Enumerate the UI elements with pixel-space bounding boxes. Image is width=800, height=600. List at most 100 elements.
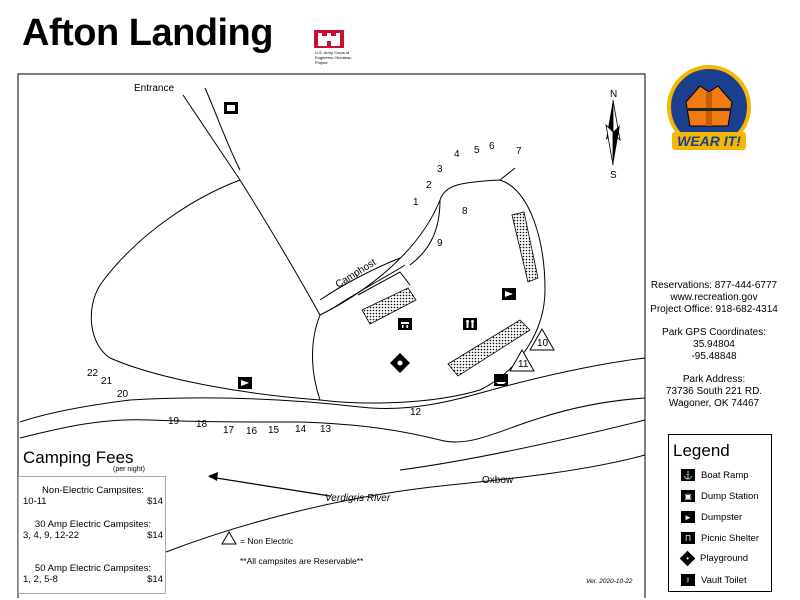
dump-station-icon [224,102,238,114]
camping-fees-subtitle: (per night) [113,466,145,473]
road-to-campsite-8 [409,199,441,266]
campsite-11: 11 [518,359,529,370]
campsite-5: 5 [474,145,480,156]
fee-50amp: 50 Amp Electric Campsites: 1, 2, 5-8$14 [23,563,163,585]
campsite-22: 22 [87,368,99,379]
campsite-20: 20 [117,389,129,400]
website-link[interactable]: www.recreation.gov [670,292,758,303]
park-info: Reservations: 877-444-6777 www.recreatio… [634,280,794,410]
fee-category: Non-Electric Campsites: [42,485,144,496]
campsite-1: 1 [413,197,419,208]
dumpster-icon: ► [681,511,695,523]
north-arrow-icon: N S [605,89,621,181]
gps-title: Park GPS Coordinates: [662,327,766,338]
campsite-6: 6 [489,141,495,152]
fee-price: $14 [147,496,163,507]
version-label: Ver. 2020-10-22 [586,578,633,585]
campsite-14: 14 [295,424,307,435]
playground-icon: • [679,550,696,567]
non-electric-triangle-11 [509,348,535,372]
south-label: S [610,170,617,181]
camphost-pad [357,271,411,296]
oxbow-north [399,419,646,471]
campsite-10: 10 [537,338,549,349]
fee-category: 50 Amp Electric Campsites: [34,563,152,574]
dumpster-icon [502,288,516,300]
campsite-16: 16 [246,426,258,437]
camp-area-outline [90,179,321,401]
reservable-note: **All campsites are Reservable** [240,556,364,566]
campsite-17: 17 [223,425,235,436]
camphost-label: Camphost [334,257,379,291]
fee-30amp: 30 Amp Electric Campsites: 3, 4, 9, 12-2… [23,519,163,541]
camphost-road [329,264,406,311]
campsite-12: 12 [410,407,422,418]
oxbow-south [165,454,646,553]
legend-label: Dumpster [701,511,743,523]
fee-sites: 3, 4, 9, 12-22 [23,530,79,541]
usace-logo-text: U.S. Army Corps of Engineers Chouteau Pr… [315,50,352,65]
river-label: Verdigris River [325,493,391,504]
project-office-phone: Project Office: 918-682-4314 [650,304,778,315]
boat-ramp-icon: ⚓ [681,469,695,481]
legend-label: Vault Toilet [701,574,747,586]
campsite-18: 18 [196,419,208,430]
fee-sites: 10-11 [23,496,47,507]
fee-non-electric: Non-Electric Campsites: 10-11 $14 [23,485,163,507]
fee-category: 30 Amp Electric Campsites: [34,519,152,530]
fee-sites: 1, 2, 5-8 [23,574,58,585]
river-bank-south [19,397,646,443]
legend-box: Legend ⚓ Boat Ramp ▣ Dump Station ► Dumpste… [668,434,772,592]
river-flow-arrow [209,476,331,497]
campsite-3: 3 [437,164,443,175]
oxbow-label: Oxbow [482,475,514,486]
legend-title: Legend [673,441,730,460]
address-line1: 73736 South 221 RD. [665,386,763,397]
road-to-campsite-7 [499,167,516,181]
address-line2: Wagoner, OK 74467 [668,398,760,409]
legend-label: Boat Ramp [701,469,749,481]
picnic-shelter-icon: Π [681,532,695,544]
gps-lon: -95.48848 [691,351,737,362]
river-flow-arrowhead [208,472,218,481]
legend-label: Playground [700,553,749,564]
dumpster-icon [238,377,252,389]
non-electric-legend-triangle [221,531,237,545]
vault-toilet-icon [463,318,477,330]
picnic-shelter-icon [398,318,412,330]
dump-station-icon: ▣ [681,490,695,502]
inner-loop-road [312,179,546,404]
map-title: Afton Landing [22,12,273,54]
legend-item-vault-toilet: ☿ Vault Toilet [681,574,747,586]
entrance-road [182,94,321,316]
map-frame [17,73,646,598]
non-electric-triangle-10 [529,327,555,351]
address-title: Park Address: [682,374,746,385]
parking-pad-south [447,319,531,377]
legend-item-playground: • Playground [679,550,749,567]
usace-castle-logo [314,30,344,48]
camping-fees-box: Non-Electric Campsites: 10-11 $14 30 Amp … [18,476,166,594]
fee-price: $14 [147,530,163,541]
campsite-9: 9 [437,238,443,249]
legend-item-dumpster: ► Dumpster [681,511,742,523]
legend-item-boat-ramp: ⚓ Boat Ramp [681,469,749,481]
parking-pad-east [511,211,539,283]
playground-icon [390,353,410,373]
campsite-7: 7 [516,146,522,157]
parking-pad-camphost [361,287,417,325]
river-bank-north [19,357,646,423]
non-electric-note: = Non Electric [240,536,294,546]
campsite-21: 21 [101,376,113,387]
camping-fees-title: Camping Fees [23,448,134,467]
campsite-13: 13 [320,424,332,435]
vault-toilet-icon: ☿ [681,574,695,586]
legend-label: Dump Station [701,490,759,502]
wear-it-life-jacket-logo: WEAR IT! [667,65,751,150]
campsite-19: 19 [168,416,180,427]
legend-item-dump-station: ▣ Dump Station [681,490,759,502]
campsite-2: 2 [426,180,432,191]
boat-ramp-icon [494,374,508,386]
